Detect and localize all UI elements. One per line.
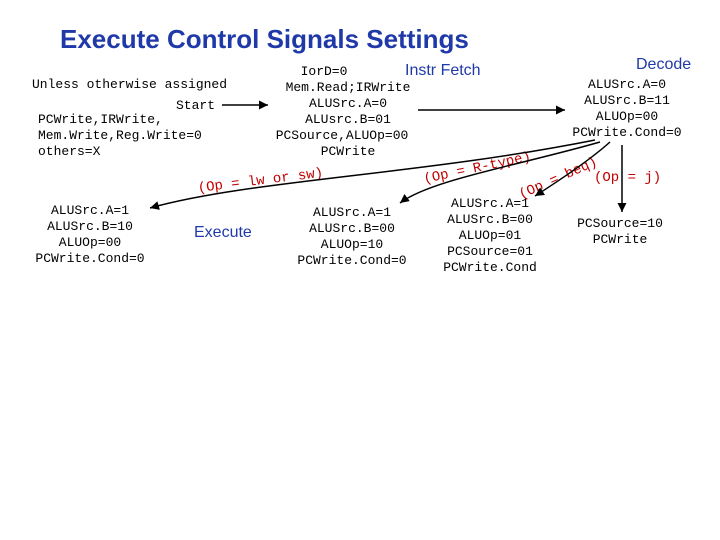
fetch-line-6: PCWrite [320,144,376,159]
assign-line-3: others=X [38,144,101,159]
default-note-heading: Unless otherwise assigned [32,77,228,92]
exec-rtype-line-2: ALUSrc.B=00 [309,221,395,236]
decode-to-beq-arrow [534,141,611,197]
exec-rtype-line-1: ALUSrc.A=1 [312,205,391,220]
fetch-line-1: IorD=0 [300,64,348,79]
decode-line-1: ALUSrc.A=0 [587,77,666,92]
fetch-line-4: ALUsrc.B=01 [305,112,391,127]
decode-state-label: Decode [636,56,692,73]
decode-state: ALUSrc.A=0 ALUSrc.B=11 ALUOp=00 PCWrite.… [562,77,692,141]
exec-mem-line-4: PCWrite.Cond=0 [35,251,145,266]
exec-mem-line-1: ALUSrc.A=1 [50,203,129,218]
edge-label-j: (Op = j) [594,170,662,186]
decode-line-3: ALUOp=00 [595,109,659,124]
exec-beq-line-1: ALUSrc.A=1 [450,196,529,211]
exec-rtype-line-3: ALUOp=10 [320,237,384,252]
exec-beq-line-3: ALUOp=01 [458,228,522,243]
exec-rtype-line-4: PCWrite.Cond=0 [297,253,407,268]
fetch-line-2: Mem.Read;IRWrite [285,80,411,95]
exec-j-line-2: PCWrite [592,232,648,247]
fetch-line-5: PCSource,ALUOp=00 [275,128,409,143]
execute-beq-state: ALUSrc.A=1 ALUSrc.B=00 ALUOp=01 PCSource… [440,196,540,276]
exec-mem-line-2: ALUSrc.B=10 [47,219,133,234]
start-label: Start [176,98,216,113]
execute-rtype-state: ALUSrc.A=1 ALUSrc.B=00 ALUOp=10 PCWrite.… [296,205,408,269]
default-note: Unless otherwise assigned [32,77,227,93]
execute-label: Execute [194,224,252,241]
default-assignments: PCWrite,IRWrite, Mem.Write,Reg.Write=0 o… [38,112,202,160]
decode-line-2: ALUSrc.B=11 [584,93,670,108]
decode-line-4: PCWrite.Cond=0 [572,125,682,140]
execute-mem-state: ALUSrc.A=1 ALUSrc.B=10 ALUOp=00 PCWrite.… [30,203,150,267]
exec-beq-line-4: PCSource=01 [447,244,533,259]
execute-j-state: PCSource=10 PCWrite [570,216,670,248]
assign-line-1: PCWrite,IRWrite, [38,112,163,127]
assign-line-2: Mem.Write,Reg.Write=0 [38,128,202,143]
fetch-state: IorD=0 Mem.Read;IRWrite ALUSrc.A=0 ALUsr… [268,64,428,160]
page-title: Execute Control Signals Settings [60,24,469,54]
exec-beq-line-5: PCWrite.Cond [443,260,537,275]
exec-j-line-1: PCSource=10 [577,216,663,231]
fetch-line-3: ALUSrc.A=0 [308,96,387,111]
fetch-state-label: Instr Fetch [405,62,481,79]
exec-beq-line-2: ALUSrc.B=00 [447,212,533,227]
decode-to-mem-arrow [149,139,596,210]
exec-mem-line-3: ALUOp=00 [58,235,122,250]
decode-to-rtype-arrow [399,141,601,204]
